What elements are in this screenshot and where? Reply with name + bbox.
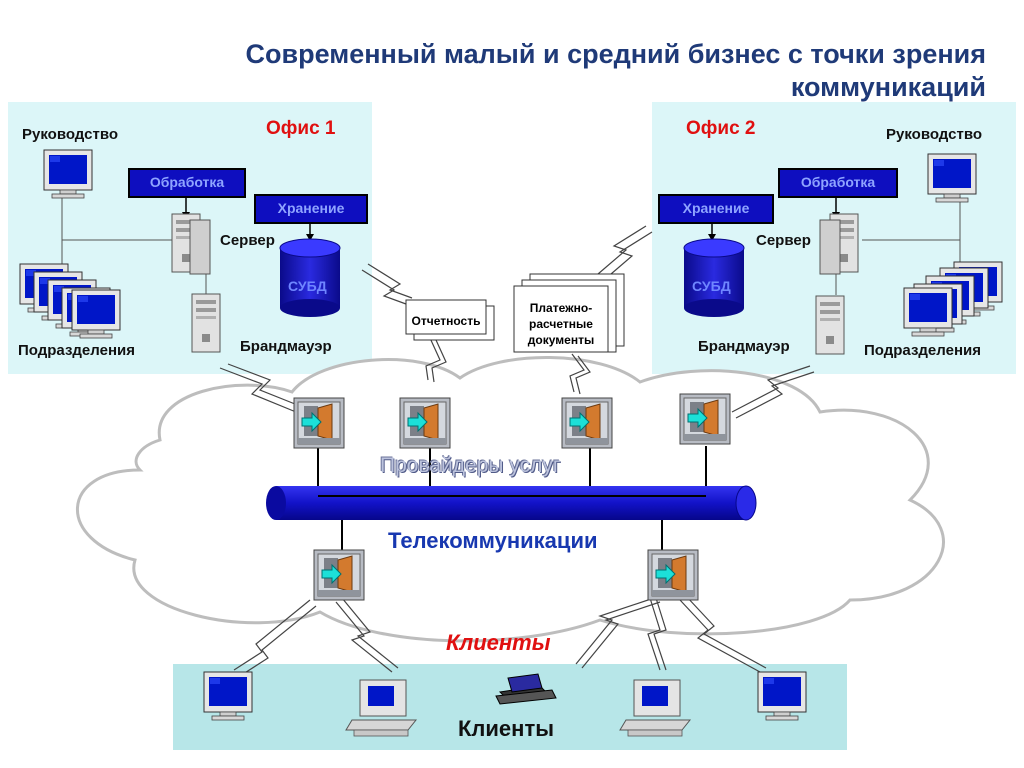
- storage-box-1: Хранение: [254, 194, 368, 224]
- firewall-label-2: Брандмауэр: [698, 338, 790, 355]
- gateway-6: [647, 549, 699, 601]
- server-label-1: Сервер: [220, 232, 275, 249]
- payment-documents: [513, 273, 625, 353]
- gateway-3: [561, 397, 613, 449]
- client-laptop: [495, 673, 557, 705]
- reporting-document: [405, 299, 495, 341]
- server-label-2: Сервер: [756, 232, 811, 249]
- telecom-bus: [266, 485, 757, 521]
- payment-label: Платежно- расчетные документы: [514, 300, 608, 348]
- clients-cloud-label: Клиенты: [446, 630, 551, 655]
- client-desktop-1: [345, 679, 417, 737]
- management-label-2: Руководство: [886, 126, 983, 143]
- client-desktop-2: [619, 679, 691, 737]
- processing-box-2: Обработка: [778, 168, 898, 198]
- gateway-5: [313, 549, 365, 601]
- client-monitor-1: [203, 671, 253, 721]
- payment-label-line-1: Платежно-: [529, 301, 593, 315]
- storage-box-2: Хранение: [658, 194, 774, 224]
- gateway-1: [293, 397, 345, 449]
- departments-label-1: Подразделения: [18, 342, 135, 359]
- reporting-label: Отчетность: [411, 314, 481, 328]
- providers-label: Провайдеры услуг: [380, 454, 561, 477]
- management-monitor-1: [43, 149, 93, 199]
- dbms-label-1: СУБД: [288, 278, 327, 294]
- firewall-label-1: Брандмауэр: [240, 338, 332, 355]
- client-monitor-2: [757, 671, 807, 721]
- telecom-label: Телекоммуникации: [388, 528, 598, 553]
- gateway-4: [679, 393, 731, 445]
- firewall-2: [815, 295, 845, 355]
- dbms-cylinder-1: [279, 238, 341, 317]
- office-1-title: Офис 1: [266, 118, 336, 139]
- dbms-cylinder-2: [683, 238, 745, 317]
- management-monitor-2: [927, 153, 977, 203]
- payment-label-line-2: расчетные: [529, 317, 593, 331]
- page-title: Современный малый и средний бизнес с точ…: [245, 39, 986, 102]
- gateway-2: [399, 397, 451, 449]
- payment-label-line-3: документы: [527, 333, 595, 347]
- firewall-1: [191, 293, 221, 353]
- processing-box-1: Обработка: [128, 168, 246, 198]
- management-label-1: Руководство: [22, 126, 119, 143]
- clients-bar-label: Клиенты: [458, 716, 555, 741]
- office-2-title: Офис 2: [686, 118, 756, 139]
- dbms-label-2: СУБД: [692, 278, 731, 294]
- departments-label-2: Подразделения: [864, 342, 981, 359]
